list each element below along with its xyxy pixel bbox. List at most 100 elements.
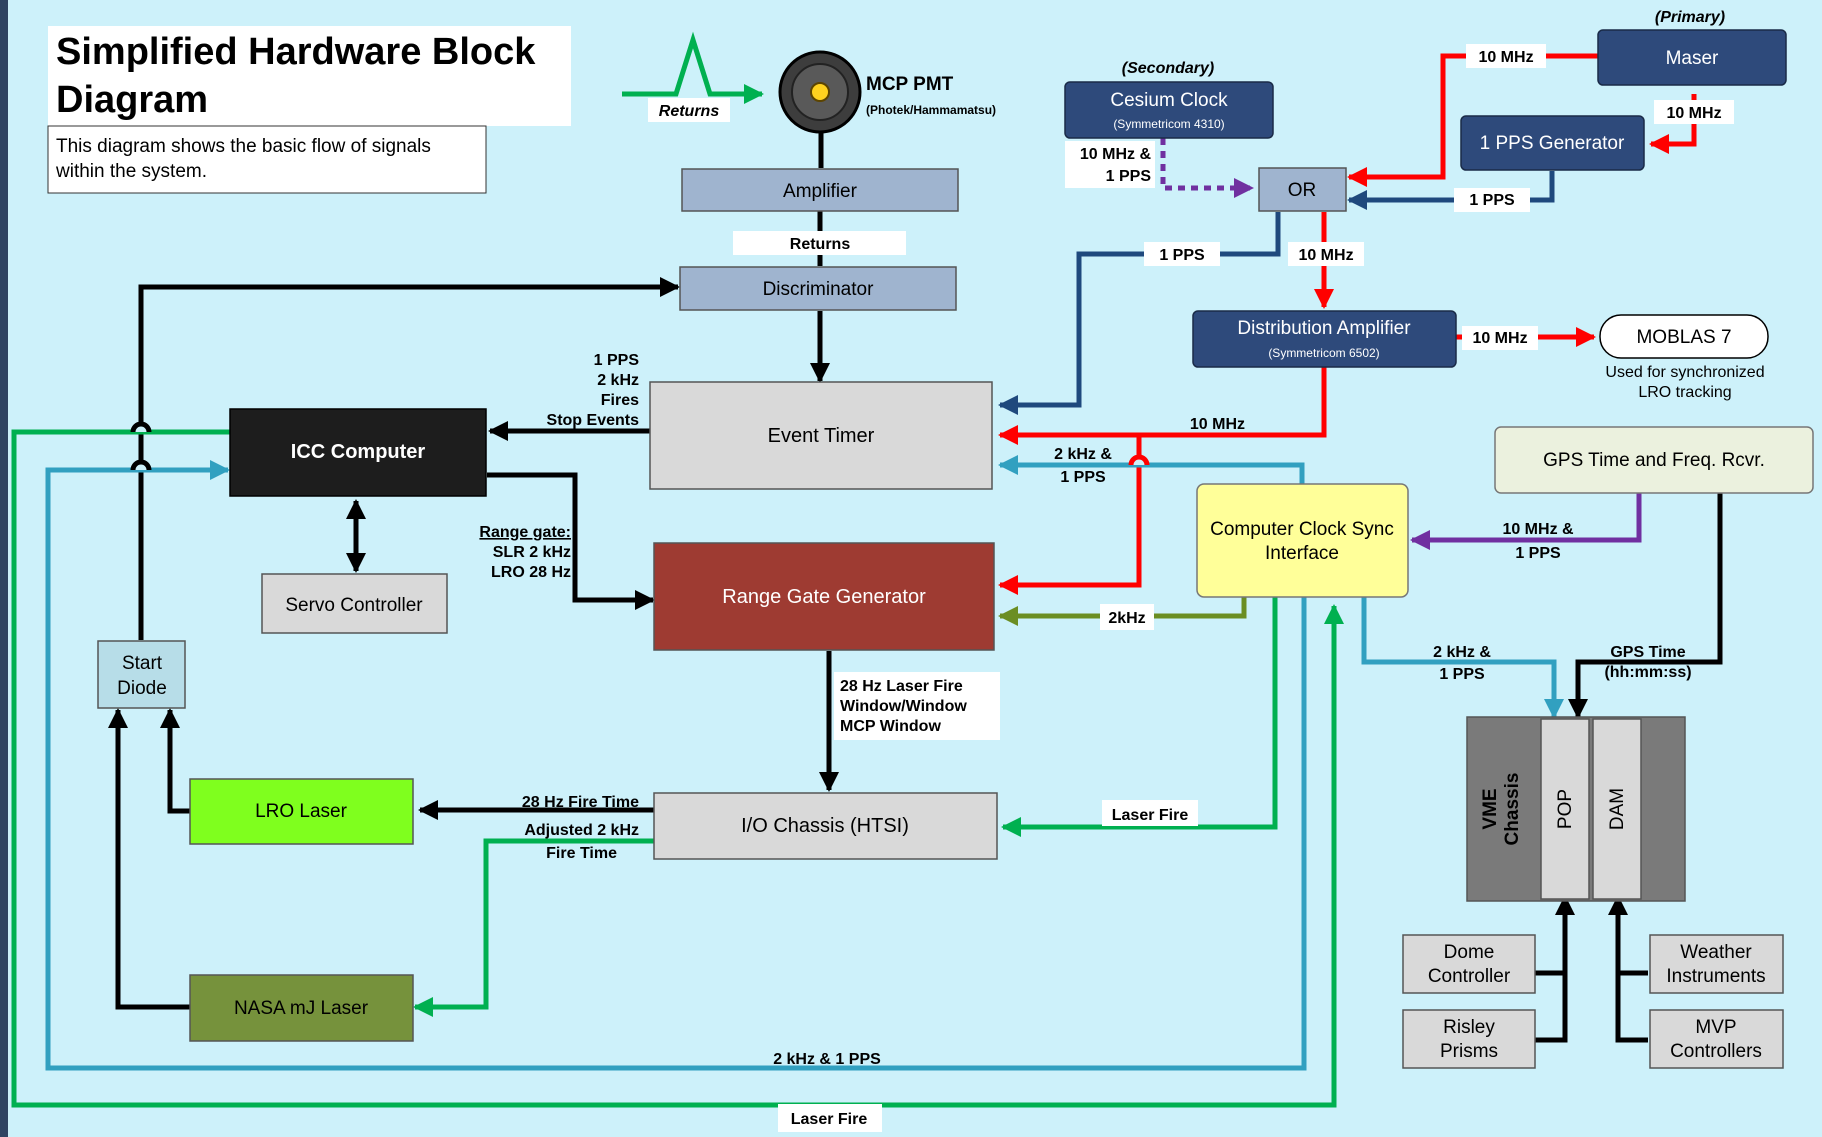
sync-to-pop-label-2: 1 PPS — [1439, 666, 1485, 683]
dam-slot-label: DAM — [1607, 788, 1628, 830]
mvp-label-line1: MVP — [1695, 1017, 1736, 1038]
sync-to-pop-label-1: 2 kHz & — [1433, 644, 1491, 661]
mvp-controllers-block: MVP Controllers — [1649, 1009, 1784, 1069]
title-box — [48, 26, 571, 126]
cesium-out-label-1: 10 MHz & — [1080, 146, 1152, 163]
or-to-timer-label: 1 PPS — [1159, 247, 1205, 264]
pps-to-or-label: 1 PPS — [1469, 192, 1515, 209]
wire-sync-to-timer — [998, 455, 1305, 484]
pps-generator-label: 1 PPS Generator — [1480, 133, 1625, 154]
wire-distamp-to-timer — [998, 367, 1327, 445]
laser-window-label-1: 28 Hz Laser Fire — [840, 678, 963, 695]
description-line1: This diagram shows the basic flow of sig… — [56, 136, 431, 157]
description-box — [47, 125, 487, 194]
pop-slot-label: POP — [1555, 789, 1576, 829]
clock-sync-label-line2: Interface — [1265, 543, 1339, 564]
pps-to-or-tag — [1454, 188, 1530, 212]
io-chassis-label: I/O Chassis (HTSI) — [741, 815, 909, 837]
start-diode-label-line1: Start — [122, 653, 163, 674]
amplifier-block: Amplifier — [681, 168, 959, 212]
laser-window-tag — [834, 672, 1000, 740]
start-diode-block: Start Diode — [97, 640, 186, 709]
discriminator-block: Discriminator — [679, 266, 957, 311]
timer-in-label-4: Stop Events — [547, 412, 640, 429]
wire-gps-to-sync — [1410, 490, 1642, 550]
wire-pulse-returns — [622, 31, 764, 104]
laser-window-label-2: Window/Window — [840, 698, 967, 715]
crossover-hops — [130, 421, 1150, 471]
wire-laser-fire-loop — [11, 429, 1344, 1108]
dome-label-line1: Dome — [1444, 942, 1495, 963]
wire-sync-to-icc-loop — [45, 460, 1307, 1071]
maser-block: Maser — [1597, 29, 1787, 86]
risley-label-line1: Risley — [1443, 1017, 1495, 1038]
description-line2: within the system. — [55, 161, 207, 182]
laser-window-label-3: MCP Window — [840, 718, 941, 735]
pop-slot — [1540, 718, 1590, 900]
distribution-amplifier-model: (Symmetricom 6502) — [1268, 346, 1379, 360]
wire-sync-to-pop — [1361, 597, 1564, 719]
cesium-out-tag — [1065, 141, 1155, 188]
gps-receiver-block: GPS Time and Freq. Rcvr. — [1494, 426, 1814, 494]
maser-to-or-tag — [1466, 44, 1546, 68]
vme-chassis-block: VME Chassis POP DAM — [1466, 716, 1686, 902]
pmt-maker: (Photek/Hammamatsu) — [866, 103, 996, 117]
lro-laser-label: LRO Laser — [255, 801, 348, 822]
amplifier-label: Amplifier — [783, 181, 858, 202]
laser-fire-loop-tag — [778, 1104, 882, 1132]
maser-to-pps-label: 10 MHz — [1666, 105, 1721, 122]
pps-generator-block: 1 PPS Generator — [1460, 115, 1645, 171]
gps-to-sync-label-1: 10 MHz & — [1502, 521, 1574, 538]
returns-tag — [648, 98, 730, 122]
range-gate-label-1: Range gate: — [479, 524, 571, 541]
wire-icc-to-rgg — [487, 472, 655, 610]
wire-gps-time-to-pop — [1568, 490, 1723, 719]
dam-slot — [1592, 718, 1642, 900]
fire-time-28-label: 28 Hz Fire Time — [522, 794, 639, 811]
icc-computer-block: ICC Computer — [229, 408, 487, 497]
or-to-dist-tag — [1288, 242, 1364, 266]
left-frame-strip — [0, 0, 8, 1137]
dist-to-moblas-label: 10 MHz — [1472, 330, 1527, 347]
dist-to-moblas-tag — [1462, 326, 1538, 350]
gps-time-label-1: GPS Time — [1610, 644, 1685, 661]
laser-fire-loop-label: Laser Fire — [791, 1111, 868, 1128]
maser-label: Maser — [1666, 48, 1719, 69]
hop-1 — [130, 421, 152, 433]
servo-controller-label: Servo Controller — [285, 595, 423, 616]
wire-cesium-to-or — [1160, 138, 1254, 198]
maser-to-pps-tag — [1654, 100, 1734, 124]
vme-label-line1: VME — [1480, 788, 1501, 829]
weather-label-line1: Weather — [1680, 942, 1752, 963]
moblas-label: MOBLAS 7 — [1636, 327, 1731, 348]
fire-time-adj-label-2: Fire Time — [546, 845, 617, 862]
laser-fire-io-tag — [1102, 800, 1198, 826]
dome-label-line2: Controller — [1428, 966, 1511, 987]
mvp-label-line2: Controllers — [1670, 1041, 1762, 1062]
sync-to-timer-label-1: 2 kHz & — [1054, 446, 1112, 463]
gps-receiver-label: GPS Time and Freq. Rcvr. — [1543, 450, 1765, 471]
pmt-name: MCP PMT — [866, 74, 954, 95]
range-gate-generator-label: Range Gate Generator — [722, 586, 926, 608]
moblas-block: MOBLAS 7 — [1599, 314, 1769, 359]
or-gate-label: OR — [1288, 180, 1317, 201]
page-title-line2: Diagram — [56, 79, 208, 121]
cesium-clock-model: (Symmetricom 4310) — [1113, 117, 1224, 131]
wire-red-to-rgg — [998, 435, 1142, 595]
io-chassis-block: I/O Chassis (HTSI) — [653, 792, 998, 860]
distribution-amplifier-label: Distribution Amplifier — [1237, 318, 1411, 339]
or-to-dist-label: 10 MHz — [1298, 247, 1353, 264]
khz-pps-loop-label: 2 kHz & 1 PPS — [773, 1051, 881, 1068]
dome-controller-block: Dome Controller — [1402, 934, 1536, 994]
cesium-out-label-2: 1 PPS — [1106, 168, 1152, 185]
or-gate-block: OR — [1258, 167, 1347, 212]
wire-or-to-timer — [998, 212, 1281, 415]
range-gate-label-2: SLR 2 kHz — [493, 544, 571, 561]
clock-sync-interface-block: Computer Clock Sync Interface — [1196, 483, 1409, 598]
event-timer-label: Event Timer — [768, 425, 875, 447]
dist-to-timer-label: 10 MHz — [1190, 416, 1245, 433]
timer-in-label-1: 1 PPS — [594, 352, 640, 369]
icc-computer-label: ICC Computer — [291, 441, 426, 463]
wire-io-to-nasa — [413, 838, 654, 1017]
returns-signal-tag — [733, 231, 906, 255]
